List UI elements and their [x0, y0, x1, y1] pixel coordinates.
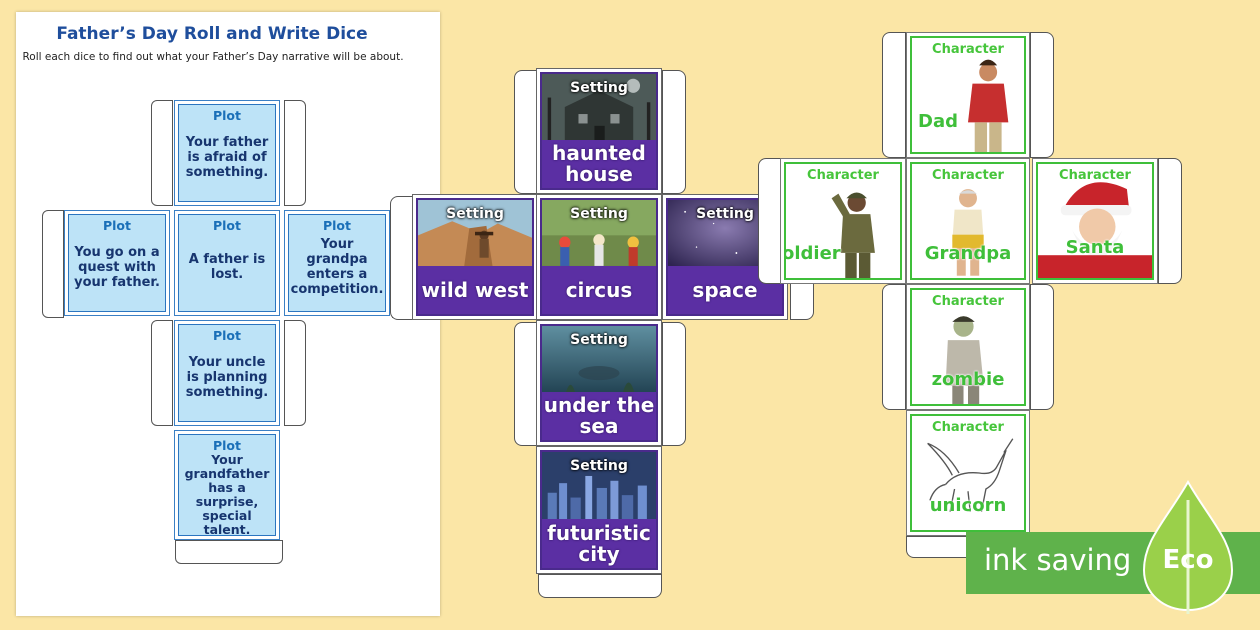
ink-saving-text: ink saving	[984, 543, 1132, 577]
page-title: Father’s Day Roll and Write Dice	[56, 24, 368, 44]
setting-face-text: circus	[542, 266, 656, 314]
glue-tab	[175, 540, 283, 564]
glue-tab	[662, 322, 686, 446]
character-face-text: Santa	[1065, 237, 1125, 258]
plot-face-text: You go on a quest with your father.	[74, 244, 160, 290]
glue-tab	[1158, 158, 1182, 284]
setting-face-label: Setting	[570, 332, 628, 348]
character-face: Character oldier	[780, 158, 906, 284]
setting-face-text: wild west	[418, 266, 532, 314]
zombie-image	[945, 316, 984, 404]
glue-tab	[284, 100, 306, 206]
plot-face-text: Your grandpa enters a competition.	[290, 237, 384, 297]
unicorn-image	[927, 438, 1014, 512]
setting-face-text: futuristic city	[542, 519, 656, 568]
character-face: Character Grandpa	[906, 158, 1030, 284]
character-face: Character unicorn	[906, 410, 1030, 536]
dad-image	[968, 59, 1009, 152]
setting-face-text: under the sea	[542, 392, 656, 440]
plot-face-text: Your grandfather has a surprise, special…	[184, 452, 270, 537]
setting-face: Setting haunted house	[536, 68, 662, 194]
setting-face: Setting under the sea	[536, 320, 662, 446]
character-face-label: Character	[1059, 168, 1131, 183]
setting-face: Setting futuristic city	[536, 446, 662, 574]
glue-tab	[514, 322, 538, 446]
plot-face: Plot A father is lost.	[174, 210, 280, 316]
glue-tab	[151, 100, 173, 206]
setting-face-label: Setting	[696, 206, 754, 222]
glue-tab	[1030, 284, 1054, 410]
character-face: Character Santa	[1032, 158, 1158, 284]
wild-west-image	[418, 200, 532, 271]
glue-tab	[42, 210, 64, 318]
soldier-image	[831, 192, 875, 278]
plot-face-label: Plot	[212, 328, 241, 343]
glue-tab	[882, 284, 906, 410]
character-face-text: Dad	[918, 111, 958, 132]
santa-image	[1038, 182, 1152, 278]
grandpa-image	[952, 189, 984, 276]
character-face-text: unicorn	[929, 495, 1007, 516]
character-face-label: Character	[932, 294, 1004, 309]
plot-face-text: Your uncle is planning something.	[185, 354, 269, 400]
circus-image	[542, 200, 656, 271]
character-face-label: Character	[932, 42, 1004, 57]
plot-face-text: Your father is afraid of something.	[185, 134, 269, 180]
plot-face-label: Plot	[322, 218, 351, 233]
glue-tab	[882, 32, 906, 158]
character-face-text: zombie	[931, 369, 1005, 390]
futuristic-city-image	[542, 452, 656, 524]
page-subtitle: Roll each dice to find out what your Fat…	[22, 51, 404, 63]
glue-tab	[390, 196, 414, 320]
eco-badge-label: Eco	[1162, 545, 1214, 575]
glue-tab	[284, 320, 306, 426]
setting-face-label: Setting	[570, 458, 628, 474]
eco-leaf-icon	[1142, 480, 1234, 614]
character-face-label: Character	[932, 420, 1004, 435]
glue-tab	[538, 574, 662, 598]
character-face: Character Dad	[906, 32, 1030, 158]
character-face-text: Grandpa	[924, 243, 1012, 264]
setting-face-label: Setting	[570, 80, 628, 96]
setting-face: Setting circus	[536, 194, 662, 320]
glue-tab	[758, 158, 782, 284]
character-face: Character zombie	[906, 284, 1030, 410]
character-face-text: oldier	[784, 243, 841, 264]
character-face-label: Character	[807, 168, 879, 183]
plot-face-label: Plot	[102, 218, 131, 233]
plot-face-label: Plot	[212, 218, 241, 233]
plot-face-text: A father is lost.	[188, 252, 266, 282]
setting-face: Setting wild west	[412, 194, 538, 320]
glue-tab	[151, 320, 173, 426]
plot-face-label: Plot	[212, 438, 241, 453]
setting-face-label: Setting	[446, 206, 504, 222]
glue-tab	[1030, 32, 1054, 158]
plot-face-label: Plot	[212, 108, 241, 123]
character-face-label: Character	[932, 168, 1004, 183]
glue-tab	[662, 70, 686, 194]
haunted-house-image	[542, 74, 656, 145]
setting-face-text: haunted house	[542, 140, 656, 188]
glue-tab	[514, 70, 538, 194]
setting-face-label: Setting	[570, 206, 628, 222]
